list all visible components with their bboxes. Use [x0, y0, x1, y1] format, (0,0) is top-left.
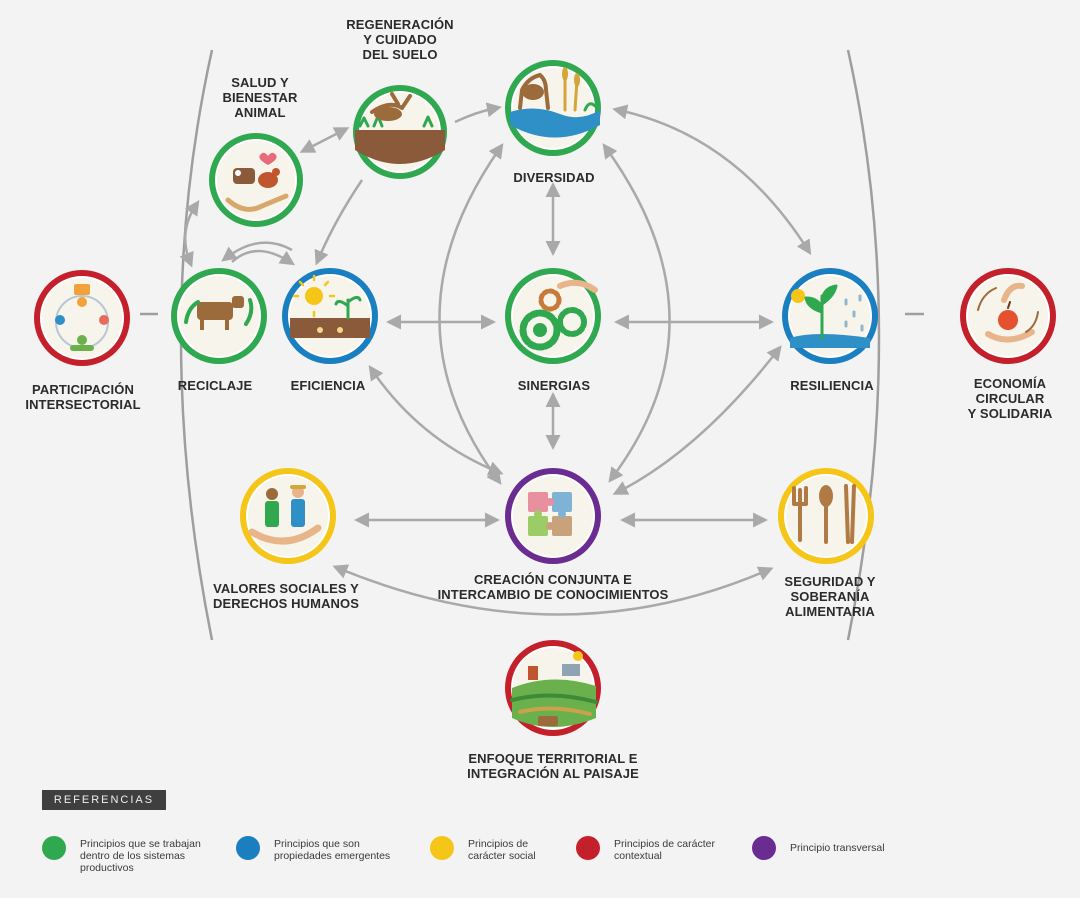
- label-seguridad: SEGURIDAD Y SOBERANÍA ALIMENTARIA: [784, 574, 876, 619]
- label-participacion: PARTICIPACIÓN INTERSECTORIAL: [25, 382, 141, 412]
- arrow-diversidad-resiliencia: [612, 104, 812, 256]
- utensils-icon: [792, 484, 856, 544]
- label-enfoque: ENFOQUE TERRITORIAL E INTEGRACIÓN AL PAI…: [467, 751, 639, 781]
- arrow-salud-reciclaje: [179, 200, 200, 268]
- soil-deer-icon: [355, 92, 445, 164]
- label-resiliencia: RESILIENCIA: [790, 378, 874, 393]
- landscape-icon: [510, 651, 598, 727]
- deer-wheat-water-icon: [510, 67, 600, 138]
- plant-rain-icon: [790, 284, 870, 348]
- label-economia: ECONOMÍA CIRCULAR Y SOLIDARIA: [967, 376, 1053, 421]
- arrow-regeneracion-eficiencia: [314, 179, 364, 266]
- legend-dot-green: [42, 836, 66, 860]
- legend-dot-purple: [752, 836, 776, 860]
- legend-text-purple: Principio transversal: [790, 842, 885, 854]
- node-face-eficiencia: [288, 274, 372, 358]
- apple-hands-icon: [977, 282, 1039, 343]
- legend-title: REFERENCIAS: [42, 790, 166, 810]
- arrow-reciclaje-eficiencia: [231, 249, 296, 266]
- legend-dot-yellow: [430, 836, 454, 860]
- legend-dot-red: [576, 836, 600, 860]
- label-valores: VALORES SOCIALES Y DERECHOS HUMANOS: [212, 581, 360, 611]
- label-reciclaje: RECICLAJE: [177, 378, 253, 393]
- node-creacion: [505, 468, 601, 564]
- arrow-eficiencia-creacion: [368, 365, 504, 476]
- label-regeneracion: REGENERACIÓN Y CUIDADO DEL SUELO: [346, 17, 454, 62]
- arrow-salud-regeneracion: [299, 127, 350, 153]
- label-eficiencia: EFICIENCIA: [290, 378, 366, 393]
- label-sinergias: SINERGIAS: [517, 378, 591, 393]
- sun-sprout-icon: [290, 274, 370, 338]
- arrow-valores-seguridad: [332, 564, 774, 616]
- gears-hand-icon: [519, 279, 598, 351]
- right-bracket: [846, 49, 881, 641]
- node-valores: [240, 468, 336, 564]
- node-salud: [209, 133, 303, 227]
- label-creacion: CREACIÓN CONJUNTA E INTERCAMBIO DE CONOC…: [437, 572, 669, 602]
- node-face-creacion: [511, 474, 595, 558]
- legend-dot-blue: [236, 836, 260, 860]
- legend-text-yellow: Principios de carácter social: [468, 838, 536, 862]
- puzzle-icon: [528, 492, 572, 536]
- arrow-diversidad-creacion-left: [438, 143, 504, 485]
- arrow-diversidad-creacion-right: [602, 143, 671, 483]
- legend-text-red: Principios de carácter contextual: [614, 838, 715, 862]
- legend-text-blue: Principios que son propiedades emergente…: [274, 838, 391, 862]
- people-network-icon: [55, 284, 109, 351]
- node-resiliencia: [782, 268, 878, 364]
- arrow-regeneracion-diversidad: [454, 102, 502, 124]
- node-eficiencia: [282, 268, 378, 364]
- label-salud: SALUD Y BIENESTAR ANIMAL: [222, 75, 298, 120]
- label-diversidad: DIVERSIDAD: [513, 170, 595, 185]
- cow-cycle-icon: [184, 296, 254, 330]
- node-face-valores: [246, 474, 330, 558]
- legend-text-green: Principios que se trabajan dentro de los…: [80, 838, 201, 874]
- arrow-creacion-resiliencia: [612, 345, 782, 495]
- farmers-hand-icon: [248, 485, 322, 545]
- arrow-eficiencia-reciclaje: [221, 241, 293, 262]
- cow-hen-hand-icon: [225, 152, 289, 212]
